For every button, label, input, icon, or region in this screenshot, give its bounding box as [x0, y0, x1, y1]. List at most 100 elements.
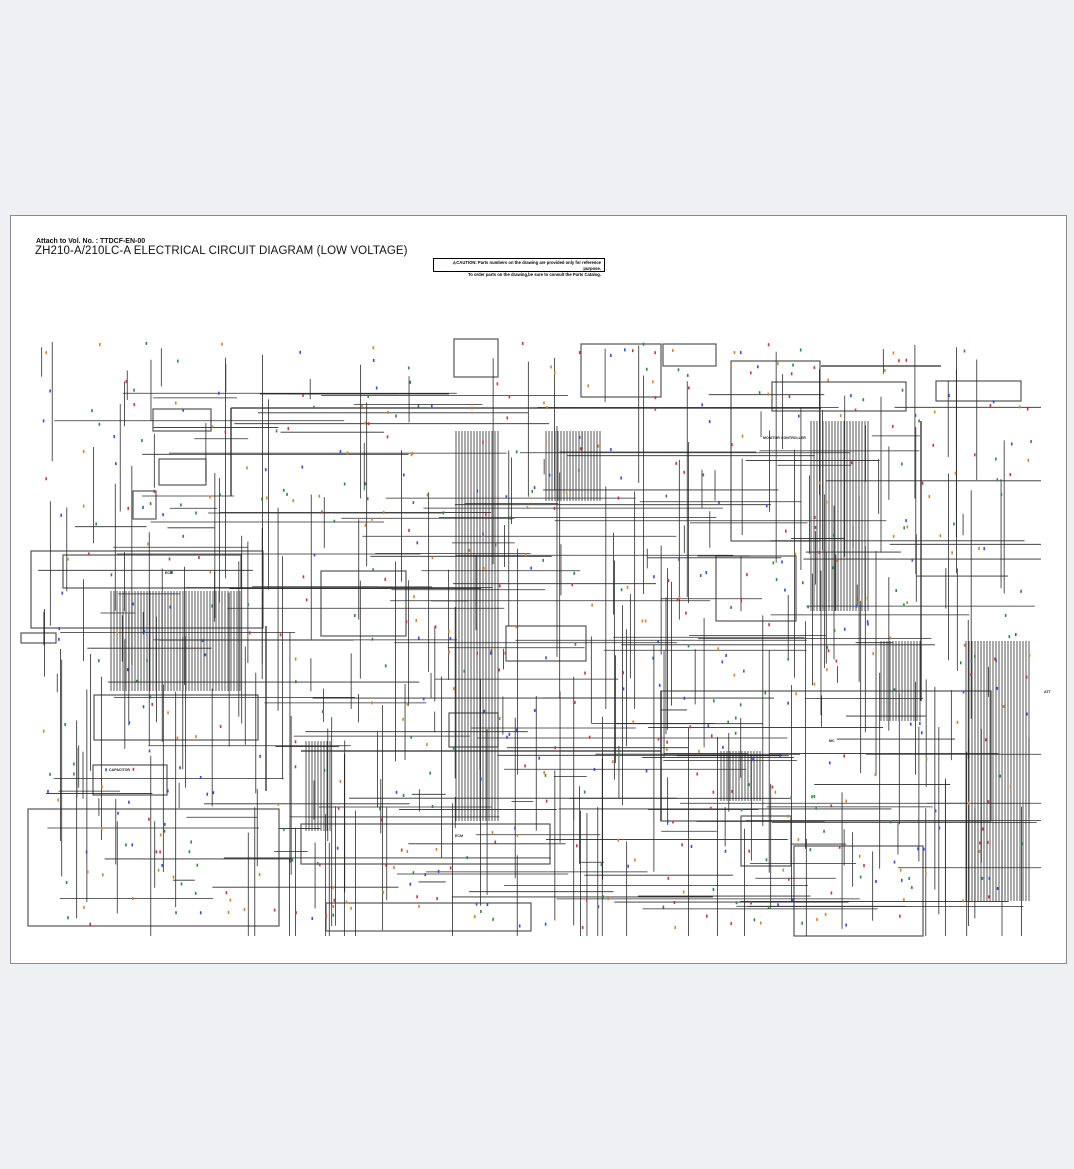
pin-label-tick	[424, 873, 426, 877]
pin-label-tick	[188, 850, 191, 854]
pin-label-tick	[708, 420, 711, 424]
pin-label-tick	[367, 422, 370, 426]
pin-label-tick	[116, 631, 118, 635]
pin-label-tick	[1002, 704, 1005, 708]
pin-label-tick	[857, 597, 860, 601]
pin-label-tick	[302, 575, 305, 579]
pin-label-tick	[741, 434, 744, 438]
pin-label-tick	[731, 789, 733, 793]
pin-label-tick	[889, 636, 892, 640]
pin-label-tick	[219, 725, 222, 729]
pin-label-tick	[999, 774, 1001, 778]
pin-label-tick	[845, 923, 847, 927]
pin-label-tick	[514, 826, 516, 830]
pin-label-tick	[172, 875, 175, 879]
pin-label-tick	[505, 495, 508, 499]
pin-label-tick	[275, 429, 278, 433]
pin-label-tick	[573, 571, 576, 575]
pin-label-tick	[953, 522, 955, 526]
pin-label-tick	[100, 827, 103, 831]
pin-label-tick	[318, 494, 321, 498]
pin-label-tick	[426, 743, 428, 747]
pin-label-tick	[131, 843, 134, 847]
pin-label-tick	[827, 378, 829, 382]
pin-label-tick	[431, 805, 434, 809]
pin-label-tick	[142, 705, 145, 709]
pin-label-tick	[645, 367, 648, 371]
pin-label-tick	[699, 574, 702, 578]
pin-label-tick	[787, 701, 789, 705]
pin-label-tick	[294, 765, 297, 769]
pin-label-tick	[901, 388, 904, 392]
pin-label-tick	[372, 346, 375, 350]
pin-label-tick	[665, 747, 668, 751]
pin-label-tick	[60, 513, 62, 517]
pin-label-tick	[642, 342, 645, 346]
pin-label-tick	[962, 899, 964, 903]
pin-label-tick	[667, 876, 670, 880]
pin-label-tick	[735, 901, 738, 905]
pin-label-tick	[321, 710, 324, 714]
pin-label-tick	[57, 798, 60, 802]
pin-label-tick	[775, 578, 778, 582]
pin-label-tick	[671, 348, 674, 352]
pin-label-tick	[863, 864, 865, 868]
pin-label-tick	[102, 873, 104, 877]
pin-label-tick	[437, 869, 440, 873]
pin-label-tick	[725, 653, 727, 657]
pin-label-tick	[771, 785, 774, 789]
pin-label-tick	[47, 789, 49, 793]
pin-label-tick	[906, 525, 909, 529]
pin-label-tick	[826, 645, 828, 649]
pin-label-tick	[149, 695, 152, 699]
pin-label-tick	[811, 795, 813, 799]
pin-label-tick	[574, 642, 577, 646]
pin-label-tick	[611, 760, 614, 764]
pin-label-tick	[765, 504, 768, 508]
component-box	[27, 808, 280, 927]
pin-label-tick	[792, 363, 794, 367]
pin-label-tick	[983, 547, 986, 551]
pin-label-tick	[827, 649, 830, 653]
pin-label-tick	[682, 890, 685, 894]
pin-label-tick	[490, 649, 493, 653]
pin-label-tick	[710, 806, 712, 810]
pin-label-tick	[917, 847, 919, 851]
pin-label-tick	[584, 671, 586, 675]
pin-label-tick	[814, 515, 816, 519]
pin-label-tick	[854, 408, 857, 412]
pin-label-tick	[710, 734, 713, 738]
pin-label-tick	[665, 494, 668, 498]
pin-label-tick	[483, 566, 485, 570]
pin-label-tick	[58, 627, 61, 631]
pin-label-tick	[859, 875, 862, 879]
pin-label-tick	[565, 490, 568, 494]
pin-label-tick	[494, 543, 497, 547]
pin-label-tick	[372, 358, 375, 362]
pin-label-tick	[858, 854, 861, 858]
pin-label-tick	[545, 799, 548, 803]
pin-label-tick	[332, 913, 335, 917]
pin-label-tick	[227, 910, 230, 914]
pin-label-tick	[581, 925, 584, 929]
pin-label-tick	[830, 804, 833, 808]
component-box	[580, 343, 662, 398]
pin-label-tick	[372, 568, 374, 572]
pin-label-tick	[131, 897, 134, 901]
pin-label-tick	[410, 735, 413, 739]
pin-label-tick	[645, 769, 648, 773]
pin-label-tick	[163, 822, 166, 826]
pin-label-tick	[115, 462, 117, 466]
pin-label-tick	[838, 845, 841, 849]
pin-label-tick	[518, 924, 521, 928]
pin-label-tick	[346, 451, 349, 455]
pin-label-tick	[934, 809, 937, 813]
component-box	[132, 490, 157, 520]
pin-label-tick	[712, 790, 715, 794]
pin-label-tick	[163, 829, 166, 833]
pin-label-tick	[970, 673, 972, 677]
pin-label-tick	[229, 898, 232, 902]
pin-label-tick	[979, 841, 981, 845]
pin-label-tick	[576, 844, 578, 848]
pin-label-tick	[809, 848, 812, 852]
